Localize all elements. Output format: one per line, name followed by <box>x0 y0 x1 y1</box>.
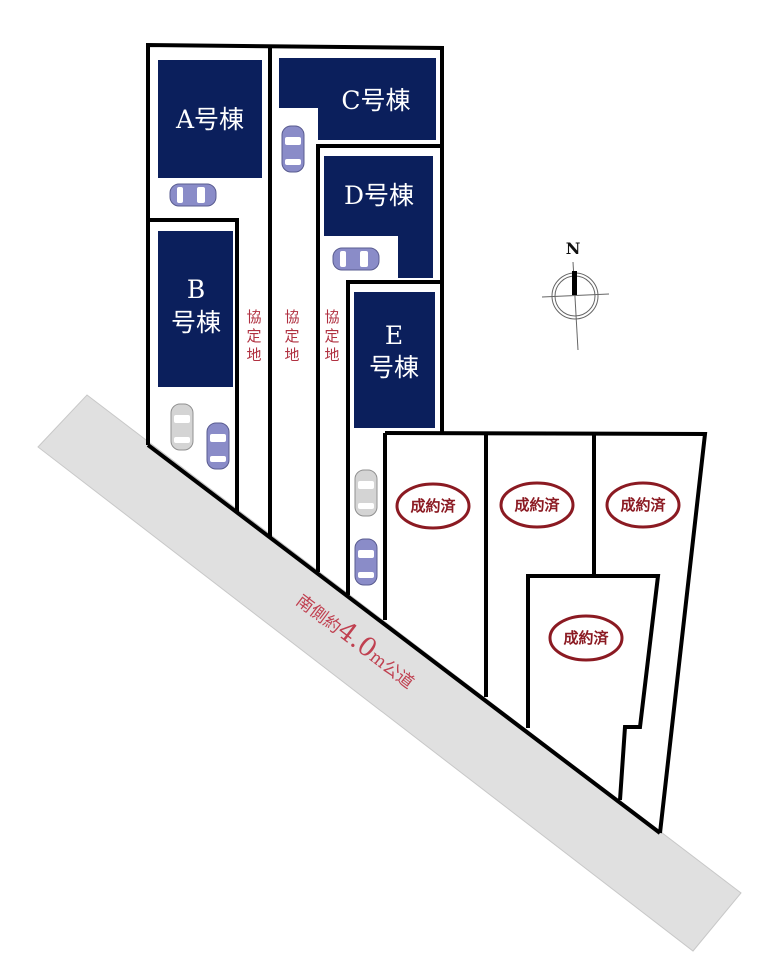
svg-text:N: N <box>566 239 581 258</box>
building-e-label-2: 号棟 <box>369 353 419 382</box>
svg-text:定: 定 <box>324 327 339 345</box>
building-a[interactable] <box>158 60 262 178</box>
car-icon <box>354 469 378 517</box>
car-icon <box>281 125 305 173</box>
building-e-label-1: E <box>385 321 403 350</box>
car-icon <box>206 422 230 470</box>
building-b-label-2: 号棟 <box>171 308 221 337</box>
building-c[interactable] <box>279 58 436 140</box>
agreement-land-label-2: 協 定 地 <box>284 308 299 364</box>
building-d[interactable] <box>324 156 433 278</box>
car-icon <box>169 183 217 207</box>
svg-text:地: 地 <box>284 346 299 364</box>
building-a-label: A号棟 <box>175 105 244 134</box>
svg-text:定: 定 <box>246 327 261 345</box>
lot-boundaries <box>146 42 708 835</box>
building-b-label-1: B <box>187 275 205 304</box>
sold-stamp-4: 成約済 <box>548 614 624 662</box>
svg-text:成約済: 成約済 <box>620 496 666 514</box>
building-c-label: C号棟 <box>341 86 410 115</box>
svg-text:成約済: 成約済 <box>514 496 560 514</box>
svg-text:協: 協 <box>324 308 339 326</box>
building-e[interactable] <box>354 292 435 428</box>
agreement-land-label-3: 協 定 地 <box>324 308 339 364</box>
sold-stamp-1: 成約済 <box>395 482 471 530</box>
agreement-land-label-1: 協 定 地 <box>246 308 261 364</box>
building-d-label: D号棟 <box>344 181 414 210</box>
svg-text:地: 地 <box>324 346 339 364</box>
svg-text:定: 定 <box>284 327 299 345</box>
sold-stamp-3: 成約済 <box>605 481 681 529</box>
sold-stamp-2: 成約済 <box>499 481 575 529</box>
car-icon <box>354 538 378 586</box>
svg-text:成約済: 成約済 <box>410 497 456 515</box>
svg-text:地: 地 <box>246 346 261 364</box>
north-compass-icon: N <box>541 239 610 351</box>
svg-text:成約済: 成約済 <box>563 629 609 647</box>
car-icon <box>170 403 194 451</box>
svg-text:協: 協 <box>284 308 299 326</box>
svg-text:協: 協 <box>246 308 261 326</box>
building-b[interactable] <box>158 231 233 387</box>
car-icon <box>332 247 380 271</box>
